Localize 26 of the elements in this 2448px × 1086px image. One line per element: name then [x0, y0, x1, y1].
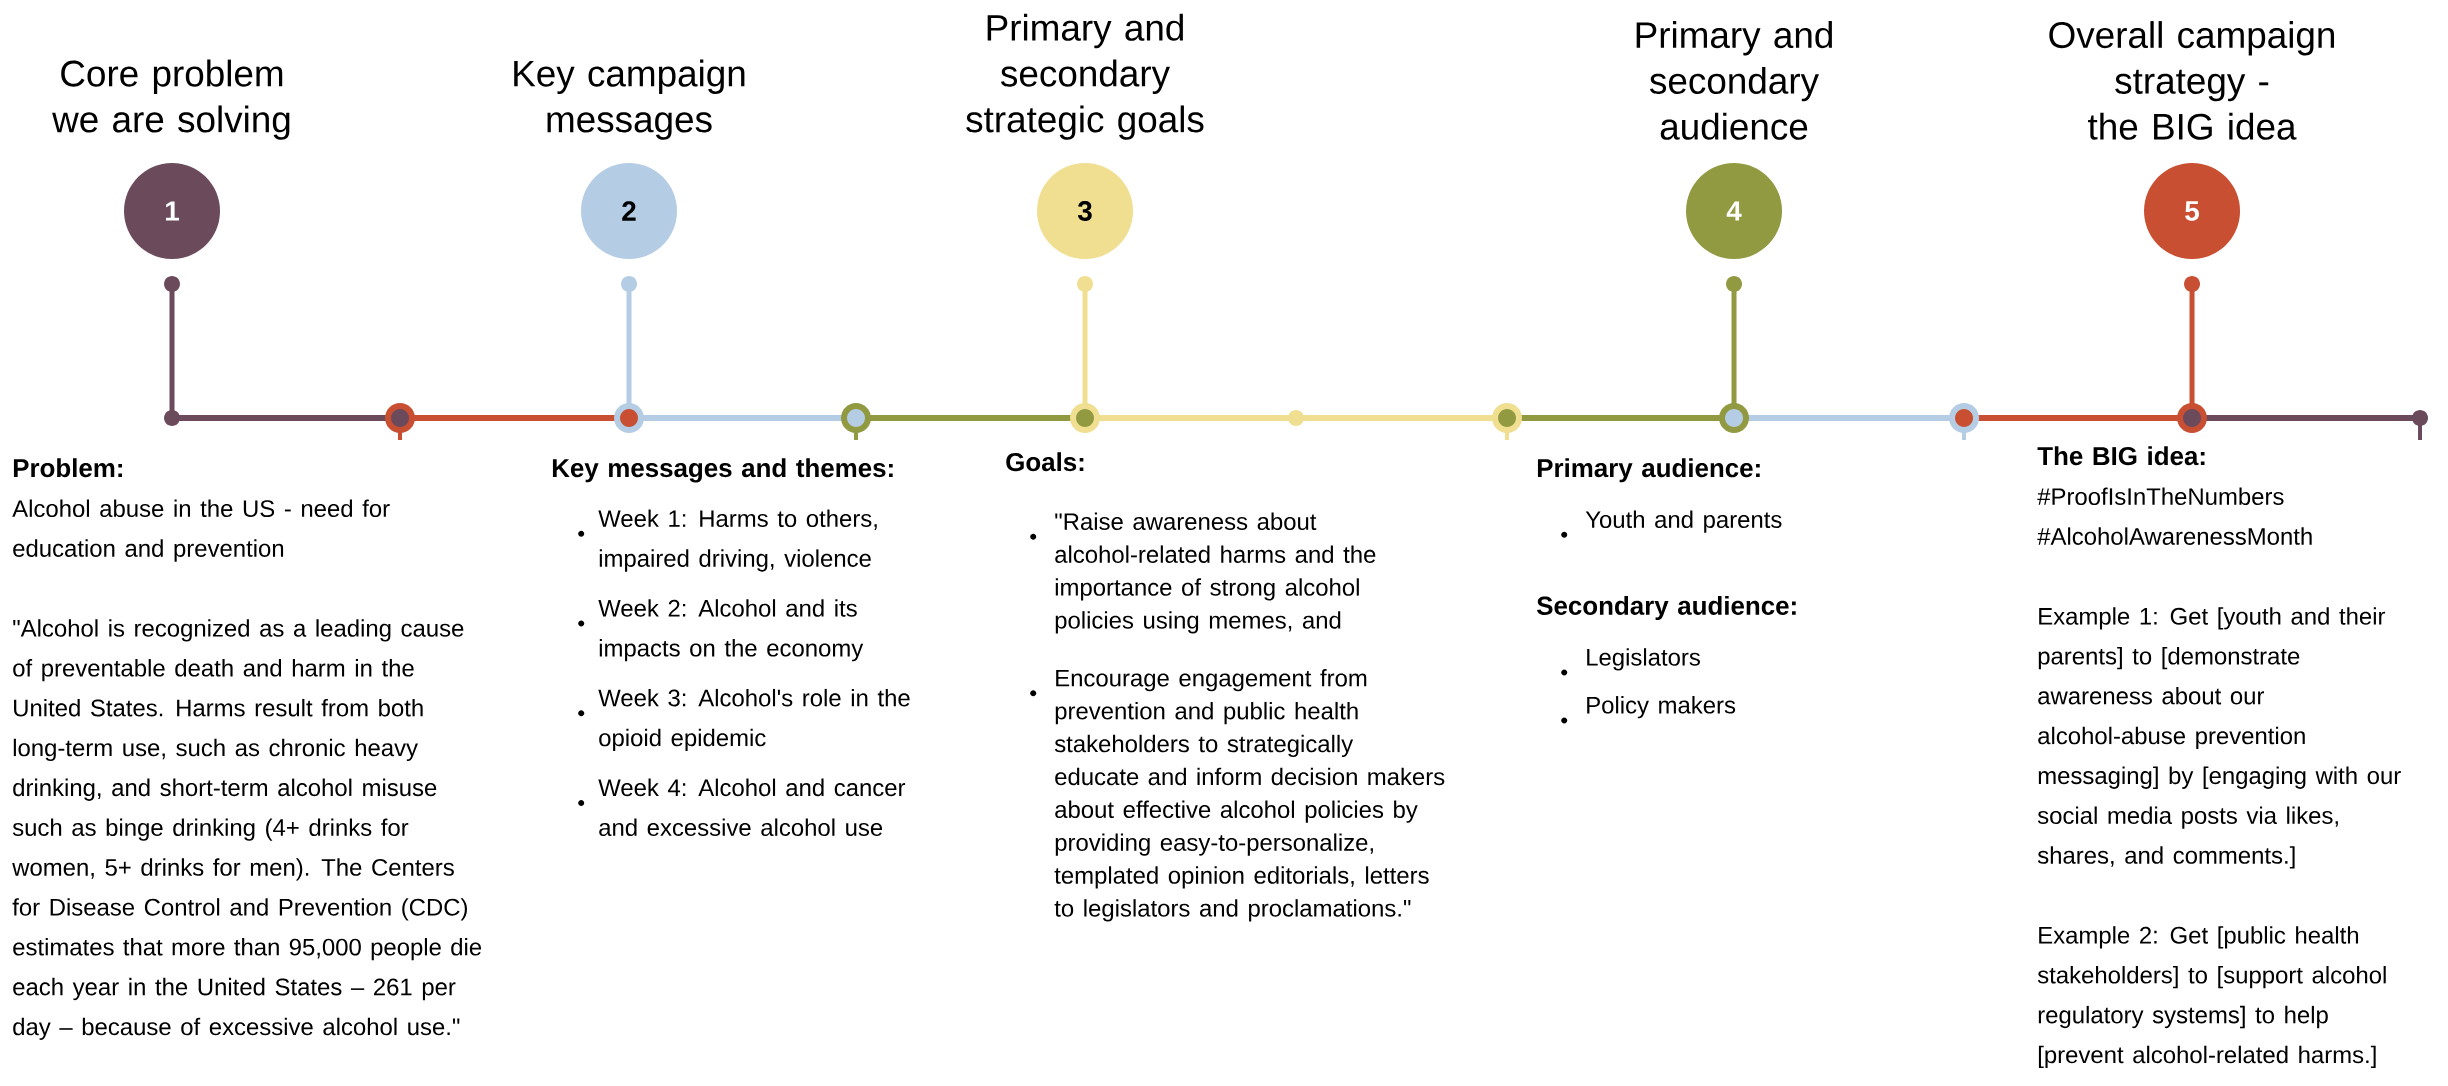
- body-text: #ProofIsInTheNumbers: [2037, 487, 2284, 506]
- bullet-item: "Raise awareness about alcohol-related harms and the importance of strong alcohol policies using memes, and: [1030, 512, 1376, 634]
- section-heading: Primary audience:: [1537, 458, 1760, 483]
- body-text: Alcohol abuse in the US - need for education and prevention: [12, 499, 390, 562]
- body-text: #AlcoholAwarenessMonth: [2037, 527, 2312, 545]
- step-title: Primary and secondary audience: [1636, 21, 1832, 140]
- step-title: Primary and secondary strategic goals: [966, 13, 1204, 140]
- bullet-item: Encourage engagement from prevention and public health stakeholders to strategically educate and inform decision makers about effective alcohol policies by providing easy-to-personalize, templated opinion editorials, letters to legislators and proclamations.": [1030, 669, 1445, 922]
- bullet-item: Policy makers: [1561, 696, 1736, 724]
- body-text: "Alcohol is recognized as a leading cause of preventable death and harm in the United States. Harms result from both long-term use, such as chronic heavy drinking, and short-term alcohol misuse such as binge drinking (4+ drinks for women, 5+ drinks for men). The Centers for Disease Control and Prevention (CDC) estimates that more than 95,000 people die each year in the United States – 261 per day – because of excessive alcohol use.": [12, 619, 482, 1040]
- bullet-item: Week 2: Alcohol and its impacts on the economy: [578, 599, 864, 662]
- section-heading: Problem:: [13, 458, 122, 478]
- section-heading: The BIG idea:: [2037, 446, 2205, 466]
- step-title: Overall campaign strategy - the BIG idea: [2049, 21, 2334, 140]
- bullet-item: Week 4: Alcohol and cancer and excessive alcohol use: [578, 778, 906, 836]
- step-title: Key campaign messages: [514, 59, 745, 140]
- bullet-item: Youth and parents: [1561, 510, 1782, 538]
- bullet-item: Week 1: Harms to others, impaired driving, violence: [578, 509, 877, 572]
- body-text: Example 1: Get [youth and their parents] to [demonstrate awareness about our alcohol-abuse prevention messaging] by [engaging with our social media posts via likes, shares, and comments.]: [2037, 607, 2401, 869]
- step-title: Core problem we are solving: [52, 59, 290, 140]
- bullet-item: Legislators: [1561, 648, 1700, 676]
- section-heading: Key messages and themes:: [552, 458, 893, 483]
- section-heading: Secondary audience:: [1536, 595, 1796, 621]
- bullet-item: Week 3: Alcohol's role in the opioid epidemic: [578, 688, 910, 752]
- body-text: Example 2: Get [public health stakeholders] to [support alcohol regulatory systems] to help [prevent alcohol-related harms.]: [2037, 926, 2386, 1068]
- section-heading: Goals:: [1006, 452, 1084, 472]
